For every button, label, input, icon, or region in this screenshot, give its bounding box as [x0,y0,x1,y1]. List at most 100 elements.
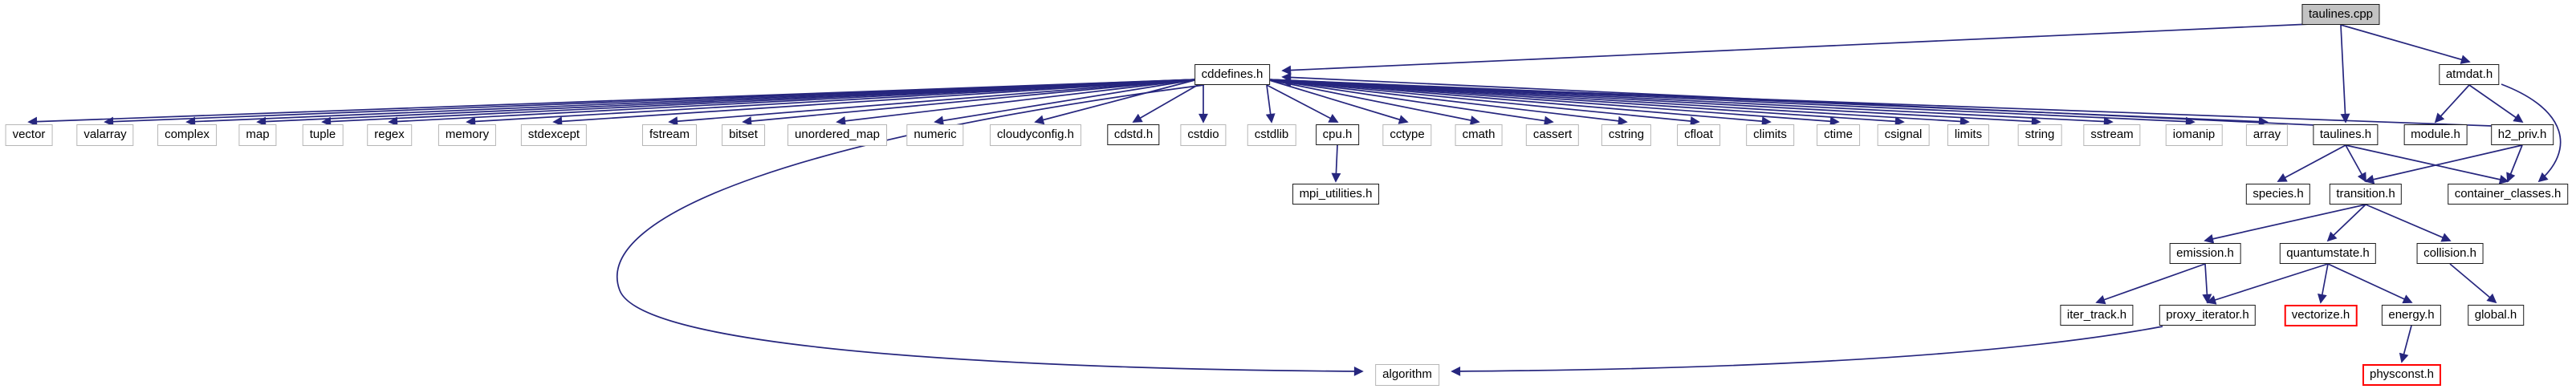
graph-node-sstream[interactable]: sstream [2083,124,2141,146]
graph-node-atmdat-h[interactable]: atmdat.h [2439,64,2500,85]
include-edge-cddefines-h>numeric [934,79,1198,126]
include-edge-cddefines-h>cstdlib [1265,84,1276,124]
graph-node-label: regex [374,128,405,141]
graph-node-cstdlib[interactable]: cstdlib [1247,124,1296,146]
graph-node-label: stdexcept [527,128,580,141]
graph-node-cctype[interactable]: cctype [1382,124,1432,146]
graph-node-valarray[interactable]: valarray [76,124,134,146]
graph-node-label: fstream [649,128,690,141]
graph-node-iomanip[interactable]: iomanip [2165,124,2223,146]
include-edge-quantumstate-h>vectorize-h [2318,263,2329,304]
graph-node-label: limits [1954,128,1983,141]
graph-node-label: quantumstate.h [2286,245,2370,260]
include-edge-energy-h>physconst-h [2399,325,2412,363]
include-edge-cddefines-h>ctime [1266,79,1840,127]
include-edge-h2_priv-h>transition-h [2364,144,2523,184]
graph-node-label: valarray [83,128,127,141]
graph-node-container_classes-h[interactable]: container_classes.h [2448,184,2568,205]
graph-node-unordered_map[interactable]: unordered_map [787,124,887,146]
graph-node-limits[interactable]: limits [1947,124,1990,146]
graph-node-label: iter_track.h [2066,307,2127,322]
graph-node-cpu-h[interactable]: cpu.h [1316,124,1359,145]
graph-node-label: cctype [1390,128,1425,141]
include-edge-emission-h>iter_track-h [2095,263,2206,305]
include-edge-taulines-h>transition-h [2345,144,2366,183]
graph-node-mpi_utilities-h[interactable]: mpi_utilities.h [1292,184,1379,205]
graph-node-vector[interactable]: vector [5,124,53,146]
graph-node-tuple[interactable]: tuple [302,124,344,146]
graph-node-memory[interactable]: memory [437,124,497,146]
graph-node-global-h[interactable]: global.h [2468,305,2524,326]
graph-node-label: cddefines.h [1201,67,1264,81]
graph-node-array[interactable]: array [2245,124,2289,146]
graph-node-taulines-h[interactable]: taulines.h [2313,124,2379,145]
graph-node-label: array [2252,128,2281,141]
graph-node-collision-h[interactable]: collision.h [2416,243,2484,264]
include-edge-cddefines-h>cloudyconfig-h [1034,79,1198,125]
graph-node-label: string [2025,128,2055,141]
graph-node-label: complex [165,128,210,141]
graph-node-cddefines-h[interactable]: cddefines.h [1194,64,1270,85]
graph-node-transition-h[interactable]: transition.h [2329,184,2403,205]
graph-node-label: cmath [1462,128,1496,141]
include-edge-cddefines-h>unordered_map [836,79,1198,126]
graph-node-csignal[interactable]: csignal [1877,124,1930,146]
graph-node-proxy_iterator-h[interactable]: proxy_iterator.h [2159,305,2257,326]
graph-node-bitset[interactable]: bitset [722,124,765,146]
graph-node-cdstd-h[interactable]: cdstd.h [1107,124,1160,145]
graph-node-stdexcept[interactable]: stdexcept [520,124,588,146]
graph-node-ctime[interactable]: ctime [1817,124,1860,146]
graph-node-module-h[interactable]: module.h [2403,124,2468,145]
graph-node-label: mpi_utilities.h [1299,186,1373,201]
graph-node-cfloat[interactable]: cfloat [1677,124,1720,146]
graph-node-cstring[interactable]: cstring [1601,124,1652,146]
graph-node-cassert[interactable]: cassert [1525,124,1580,146]
include-edge-cddefines-h>cdstd-h [1132,84,1198,123]
graph-node-string[interactable]: string [2017,124,2062,146]
graph-node-label: numeric [914,128,957,141]
graph-node-complex[interactable]: complex [157,124,217,146]
graph-node-emission-h[interactable]: emission.h [2169,243,2241,264]
graph-node-label: map [246,128,270,141]
include-edge-taulines-h>species-h [2277,144,2346,182]
graph-node-cmath[interactable]: cmath [1455,124,1503,146]
graph-node-label: taulines.h [2319,127,2372,141]
graph-node-h2_priv-h[interactable]: h2_priv.h [2491,124,2554,145]
graph-node-label: cassert [1532,128,1573,141]
include-edge-atmdat-h>h2_priv-h [2468,84,2524,124]
include-edge-transition-h>quantumstate-h [2326,204,2366,242]
graph-node-label: vectorize.h [2291,308,2350,322]
graph-node-cstdio[interactable]: cstdio [1180,124,1227,146]
graph-node-label: energy.h [2388,307,2435,322]
graph-node-climits[interactable]: climits [1746,124,1794,146]
include-edge-emission-h>proxy_iterator-h [2202,263,2212,304]
graph-node-label: tuple [309,128,336,141]
include-edge-cddefines-h>regex [388,79,1198,127]
graph-node-algorithm[interactable]: algorithm [1375,364,1439,386]
include-edge-cddefines-h>memory [466,79,1198,127]
include-edge-cddefines-h>cassert [1266,79,1554,126]
graph-node-vectorize-h[interactable]: vectorize.h [2284,305,2358,326]
graph-node-label: cstdio [1187,128,1219,141]
graph-node-regex[interactable]: regex [367,124,412,146]
include-edge-cddefines-h>climits [1266,79,1772,127]
graph-node-taulines-cpp[interactable]: taulines.cpp [2301,4,2380,25]
graph-node-label: proxy_iterator.h [2166,307,2249,322]
graph-node-label: cloudyconfig.h [997,128,1074,141]
include-edge-h2_priv-h>cddefines-h [1281,77,2493,127]
graph-node-map[interactable]: map [238,124,277,146]
graph-node-energy-h[interactable]: energy.h [2381,305,2442,326]
graph-node-cloudyconfig-h[interactable]: cloudyconfig.h [990,124,1081,146]
include-edge-atmdat-h>container_classes-h [2501,83,2562,183]
graph-node-quantumstate-h[interactable]: quantumstate.h [2279,243,2377,264]
graph-node-label: unordered_map [795,128,880,141]
include-edge-taulines-cpp>cddefines-h [1281,23,2311,75]
graph-node-fstream[interactable]: fstream [641,124,698,146]
graph-node-physconst-h[interactable]: physconst.h [2362,364,2442,386]
graph-node-label: memory [445,128,490,141]
graph-node-iter_track-h[interactable]: iter_track.h [2060,305,2134,326]
graph-node-species-h[interactable]: species.h [2245,184,2311,205]
graph-node-numeric[interactable]: numeric [906,124,964,146]
graph-node-label: cstring [1608,128,1645,141]
